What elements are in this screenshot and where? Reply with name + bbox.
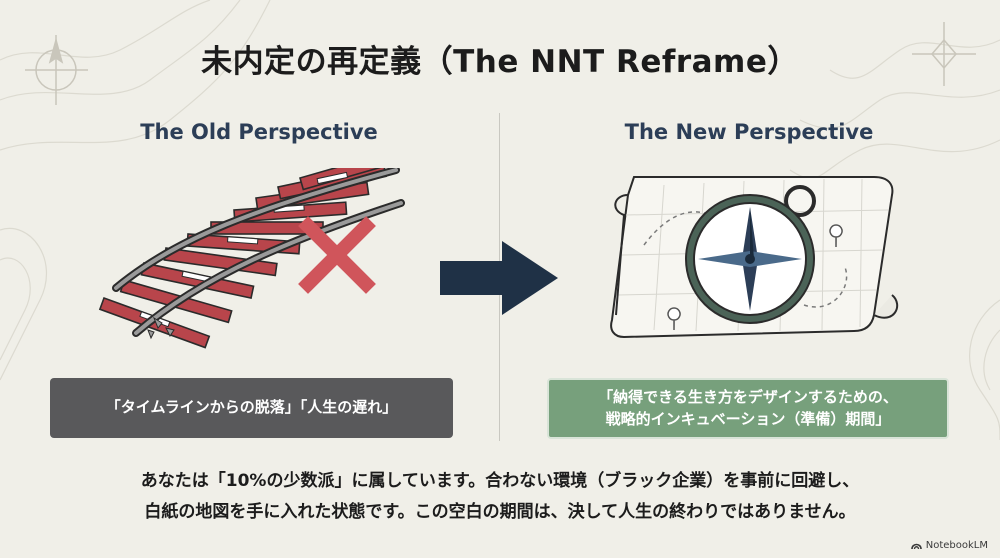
- page-title: 未内定の再定義（The NNT Reframe）: [201, 44, 799, 80]
- old-perspective-caption: 「タイムラインからの脱落」「人生の遅れ」: [50, 378, 453, 438]
- new-caption-line2: 戦略的インキュベーション（準備）期間」: [605, 409, 891, 428]
- notebooklm-logo-icon: [910, 543, 922, 550]
- broken-railway-icon: [98, 168, 405, 349]
- brand-name: NotebookLM: [925, 540, 988, 551]
- map-compass-icon: [610, 176, 899, 339]
- new-caption-line1: 「納得できる生き方をデザインするための、: [598, 387, 898, 406]
- footer-text: あなたは「10%の少数派」に属しています。合わない環境（ブラック企業）を事前に回…: [0, 466, 1000, 528]
- new-perspective-heading: The New Perspective: [624, 120, 874, 144]
- footer-line2: 白紙の地図を手に入れた状態です。この空白の期間は、決して人生の終わりではありませ…: [144, 502, 856, 522]
- old-caption-text: 「タイムラインからの脱落」「人生の遅れ」: [105, 398, 398, 417]
- new-perspective-caption: 「納得できる生き方をデザインするための、 戦略的インキュベーション（準備）期間」: [547, 378, 949, 439]
- right-arrow-icon: [440, 241, 558, 315]
- footer-line1: あなたは「10%の少数派」に属しています。合わない環境（ブラック企業）を事前に回…: [140, 471, 860, 491]
- brand-watermark: NotebookLM: [910, 540, 988, 551]
- old-perspective-heading: The Old Perspective: [140, 120, 378, 144]
